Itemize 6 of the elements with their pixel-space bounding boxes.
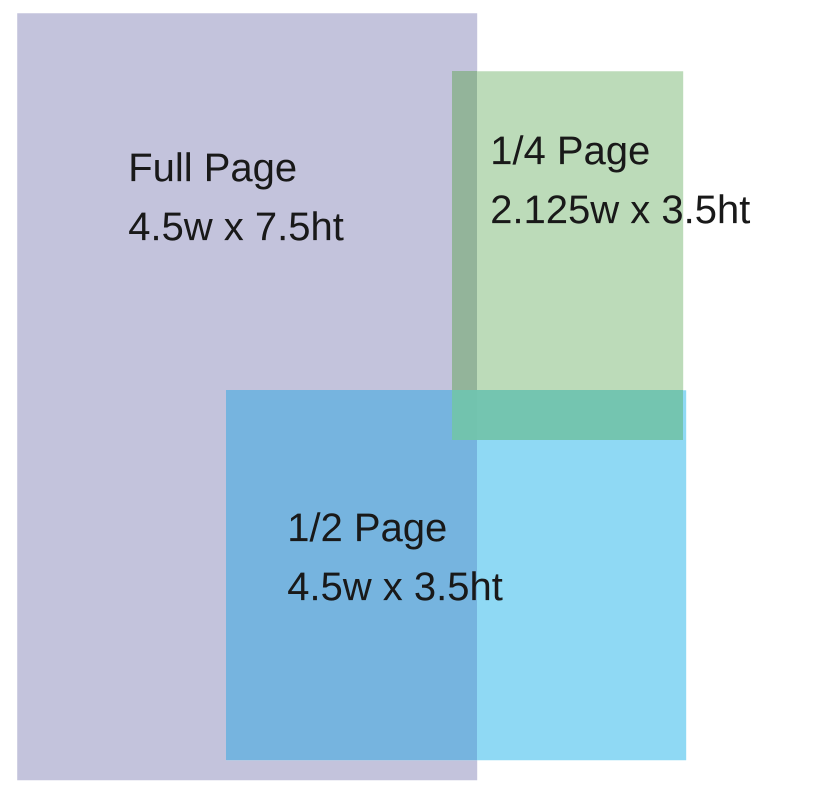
page-size-heading: Full Page xyxy=(131,152,296,190)
dimension-text: 4.5w x 3.5ht xyxy=(288,571,503,601)
page-size-heading: 1/4 Page xyxy=(493,135,648,172)
dimension-text: 4.5w x 7.5ht xyxy=(129,211,344,241)
page-size-heading: 1/2 Page xyxy=(290,512,446,550)
dimension-text: 2.125w x 3.5ht xyxy=(492,194,750,224)
